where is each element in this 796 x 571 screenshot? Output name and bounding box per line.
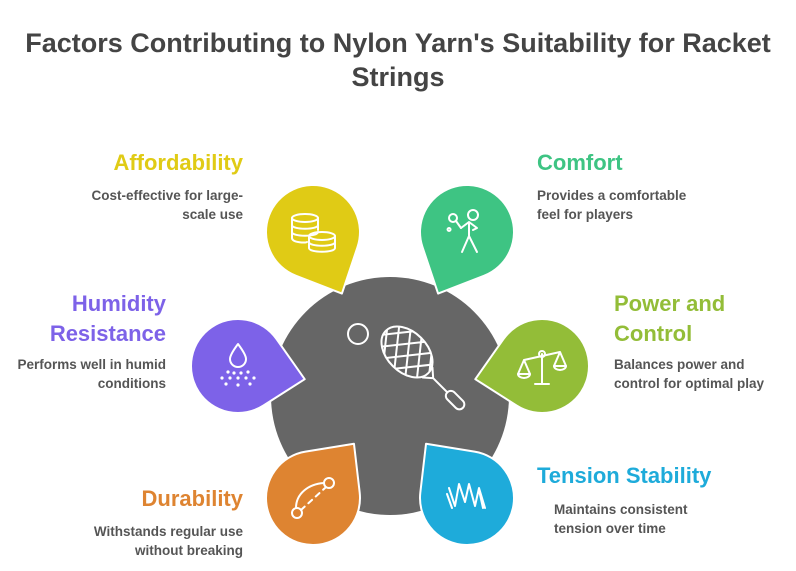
water-drop-icon bbox=[220, 343, 256, 387]
tennis-player-icon bbox=[446, 209, 479, 253]
power-title: Power and Control bbox=[614, 291, 726, 346]
tennis-racket-ball-icon bbox=[347, 316, 466, 411]
comfort-drop bbox=[419, 184, 515, 295]
comfort-desc: Provides a comfortable feel for players bbox=[537, 188, 687, 222]
durability-title: Durability bbox=[141, 486, 243, 511]
balance-scale-icon bbox=[517, 350, 567, 385]
tension-drop bbox=[419, 442, 515, 546]
connected-path-icon bbox=[291, 477, 335, 519]
power-desc: Balances power and control for optimal p… bbox=[614, 357, 765, 391]
tension-title: Tension Stability bbox=[537, 463, 712, 488]
comfort-title: Comfort bbox=[537, 150, 623, 175]
affordability-title: Affordability bbox=[113, 150, 243, 175]
power-drop bbox=[474, 318, 590, 414]
affordability-desc: Cost-effective for large-scale use bbox=[91, 188, 243, 222]
durability-desc: Withstands regular use without breaking bbox=[93, 524, 243, 558]
page-title: Factors Contributing to Nylon Yarn's Sui… bbox=[25, 28, 771, 92]
coins-stack-icon bbox=[291, 213, 336, 253]
spring-coil-icon bbox=[446, 483, 486, 509]
durability-drop bbox=[265, 442, 361, 546]
humidity-desc: Performs well in humid conditions bbox=[17, 357, 166, 391]
tension-desc: Maintains consistent tension over time bbox=[554, 502, 688, 536]
humidity-drop bbox=[190, 318, 306, 414]
humidity-title: Humidity Resistance bbox=[49, 291, 166, 346]
affordability-drop bbox=[265, 184, 361, 295]
